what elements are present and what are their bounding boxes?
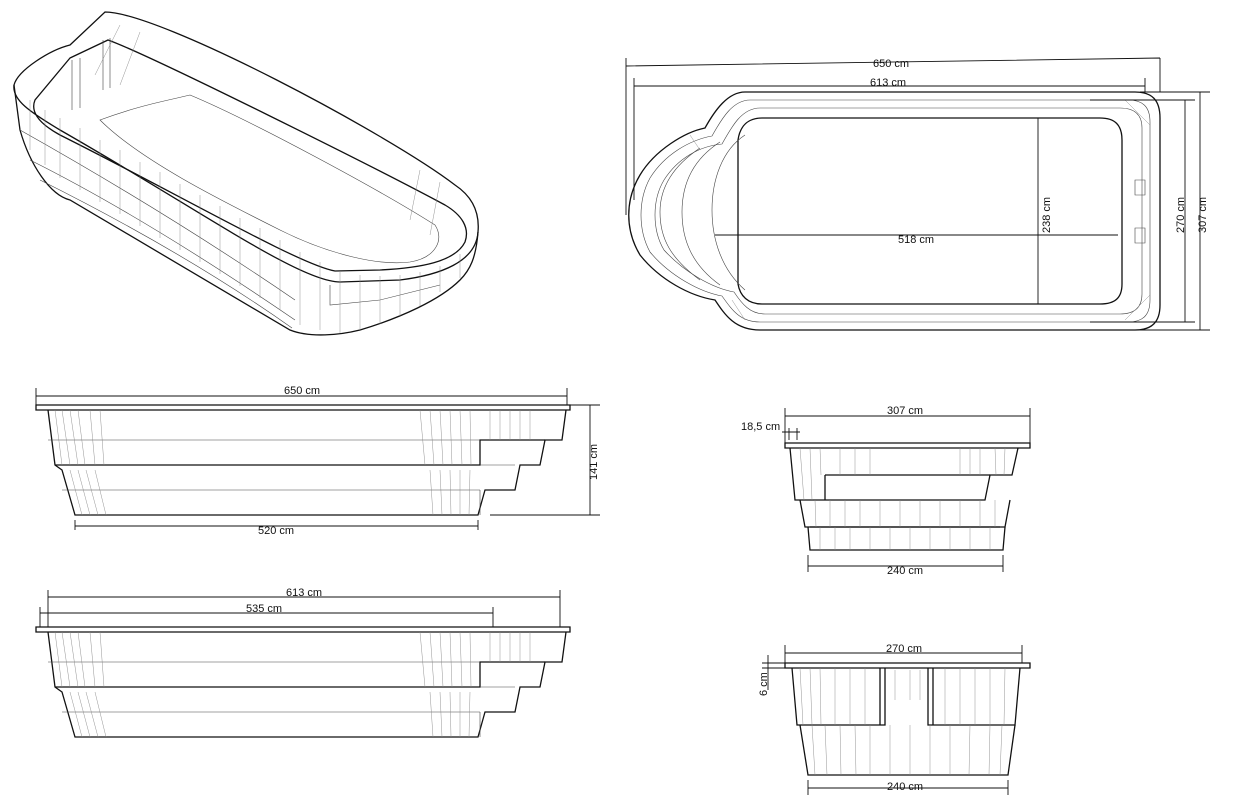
top-view xyxy=(625,57,1210,331)
dim-side2-shelf-length: 535 cm xyxy=(246,603,282,615)
dim-side1-overall-length: 650 cm xyxy=(284,385,320,397)
dim-top-overall-width: 307 cm xyxy=(1197,197,1209,233)
dim-top-inner-width: 238 cm xyxy=(1041,197,1053,233)
dim-top-width: 270 cm xyxy=(1175,197,1187,233)
dim-side2-length: 613 cm xyxy=(286,587,322,599)
dim-side1-bottom-length: 520 cm xyxy=(258,525,294,537)
dim-top-length: 613 cm xyxy=(870,77,906,89)
dim-end2-width: 270 cm xyxy=(886,643,922,655)
end-view-2 xyxy=(762,645,1031,795)
dim-side1-depth: 141 cm xyxy=(588,444,600,480)
dim-end2-rim-thickness: 6 cm xyxy=(758,672,770,696)
dim-top-overall-length: 650 cm xyxy=(873,58,909,70)
dim-end2-bottom-width: 240 cm xyxy=(887,781,923,793)
dim-end1-rim: 18,5 cm xyxy=(741,421,780,433)
dim-top-inner-length: 518 cm xyxy=(898,234,934,246)
isometric-view xyxy=(13,11,479,336)
dim-end1-bottom-width: 240 cm xyxy=(887,565,923,577)
end-view-1 xyxy=(782,408,1031,572)
side-view-2 xyxy=(35,590,571,738)
side-view-1 xyxy=(35,388,600,530)
dim-end1-width: 307 cm xyxy=(887,405,923,417)
